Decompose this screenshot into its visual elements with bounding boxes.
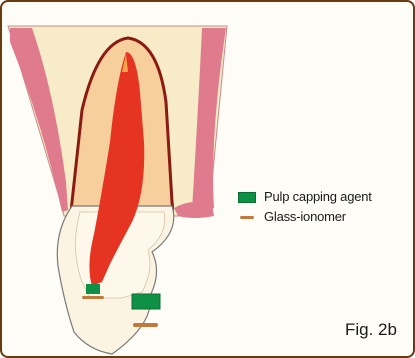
glass-ionomer-swatch — [240, 216, 254, 219]
pulp-capping-agent-canal — [86, 284, 100, 294]
figure-label: Fig. 2b — [345, 320, 397, 340]
pulp-capping-agent-swatch — [238, 192, 256, 203]
legend-label: Glass-ionomer — [264, 209, 346, 224]
glass-ionomer-canal — [82, 296, 104, 299]
legend-label: Pulp capping agent — [264, 189, 372, 204]
glass-ionomer-sample — [133, 323, 158, 327]
pulp-capping-agent-sample — [132, 294, 160, 309]
